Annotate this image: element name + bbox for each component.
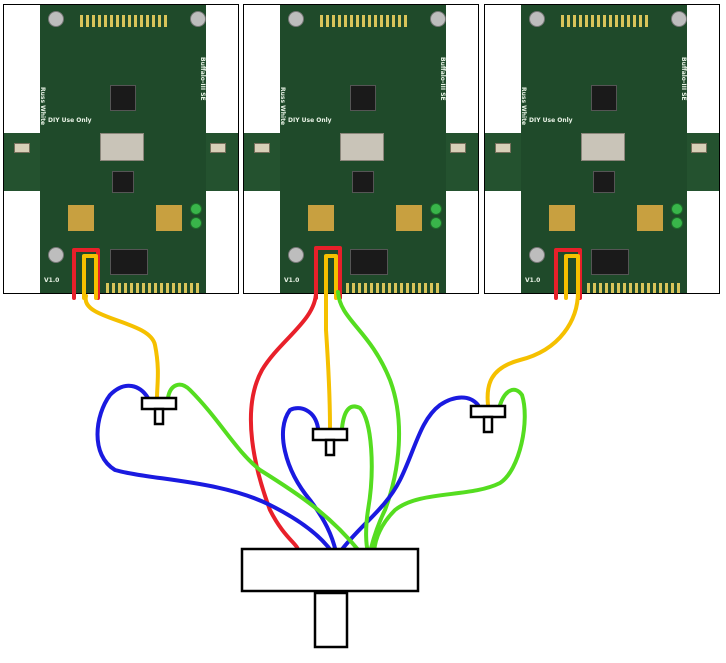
led [190,217,202,229]
chip [112,171,134,193]
board-version-label: V1.0 [284,277,300,284]
potentiometer-3 [469,404,507,434]
red-wire [248,290,318,554]
chip [110,249,148,275]
chip [350,85,376,111]
dip-switch [156,205,182,231]
chip [110,85,136,111]
crystal [340,133,384,161]
led [190,203,202,215]
crystal [581,133,625,161]
mounting-hole [529,11,545,27]
potentiometer-1 [140,396,178,426]
chip [591,249,629,275]
header-pins [106,283,202,293]
led [430,217,442,229]
chip [352,171,374,193]
yellow-wire [324,254,338,300]
mounting-hole [288,247,304,263]
mounting-hole [190,11,206,27]
capacitor [495,143,511,153]
yellow-wire [83,294,160,400]
mounting-hole [671,11,687,27]
mounting-hole [48,11,64,27]
header-pins [320,15,410,27]
yellow-wire [324,294,332,430]
header-pins [346,283,442,293]
capacitor [210,143,226,153]
header-pins [561,15,651,27]
board-photo-1: Russ White DIY Use Only Buffalo-III SE V… [3,4,239,294]
blue-wire [338,395,480,554]
crystal [100,133,144,161]
led [671,217,683,229]
blue-wire [95,383,334,554]
capacitor [691,143,707,153]
dip-switch [68,205,94,231]
mounting-hole [288,11,304,27]
chip [350,249,388,275]
chip [591,85,617,111]
yellow-wire [82,254,98,300]
dip-switch [308,205,334,231]
board-diy-label: DIY Use Only [48,117,92,124]
potentiometer-2 [311,427,349,457]
green-wire [372,387,527,554]
mounting-hole [430,11,446,27]
board-version-label: V1.0 [525,277,541,284]
capacitor [450,143,466,153]
green-wire [340,404,374,554]
led [671,203,683,215]
board-diy-label: DIY Use Only [288,117,332,124]
board-photo-3: Russ White DIY Use Only Buffalo-III SE V… [484,4,720,294]
mounting-hole [529,247,545,263]
dip-switch [549,205,575,231]
header-pins [80,15,170,27]
dip-switch [637,205,663,231]
green-wire [166,382,362,554]
board-version-label: V1.0 [44,277,60,284]
yellow-wire [485,290,580,407]
output-jack [240,547,420,649]
red-wire [314,246,342,300]
capacitor [14,143,30,153]
chip [593,171,615,193]
board-diy-label: DIY Use Only [529,117,573,124]
blue-wire [281,406,338,554]
dip-switch [396,205,422,231]
green-wire [336,290,402,554]
yellow-wire [564,254,580,300]
header-pins [587,283,683,293]
led [430,203,442,215]
mounting-hole [48,247,64,263]
capacitor [254,143,270,153]
board-photo-2: Russ White DIY Use Only Buffalo-III SE V… [243,4,479,294]
